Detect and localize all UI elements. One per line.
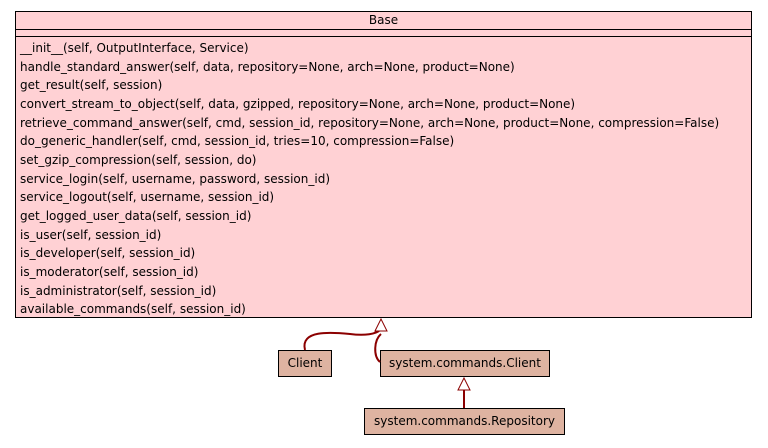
method-item: convert_stream_to_object(self, data, gzi…	[20, 96, 576, 111]
system-commands-client-name: system.commands.Client	[389, 356, 541, 370]
system-commands-repository-name: system.commands.Repository	[374, 414, 555, 428]
method-item: available_commands(self, session_id)	[20, 302, 246, 317]
base-inheritance-arrowhead	[374, 317, 388, 332]
method-item: service_logout(self, username, session_i…	[20, 190, 275, 205]
method-item: get_logged_user_data(self, session_id)	[20, 208, 252, 223]
methods-compartment: __init__(self, OutputInterface, Service)…	[16, 37, 751, 319]
base-class-name: Base	[16, 12, 751, 30]
method-item: set_gzip_compression(self, session, do)	[20, 152, 257, 167]
method-item: is_user(self, session_id)	[20, 227, 162, 242]
system-commands-client-node[interactable]: system.commands.Client	[380, 350, 550, 377]
system-client-to-base-edge	[374, 333, 382, 363]
method-item: retrieve_command_answer(self, cmd, sessi…	[20, 115, 720, 130]
method-item: do_generic_handler(self, cmd, session_id…	[20, 134, 455, 149]
method-item: is_administrator(self, session_id)	[20, 283, 217, 298]
client-to-base-edge	[303, 329, 381, 351]
client-class-node[interactable]: Client	[278, 350, 332, 377]
system-commands-repository-node[interactable]: system.commands.Repository	[364, 408, 565, 435]
attributes-compartment	[16, 30, 751, 37]
method-item: get_result(self, session)	[20, 78, 163, 93]
client-class-name: Client	[287, 356, 323, 370]
method-item: is_moderator(self, session_id)	[20, 264, 199, 279]
method-item: handle_standard_answer(self, data, repos…	[20, 59, 515, 74]
method-item: __init__(self, OutputInterface, Service)	[20, 41, 249, 55]
method-item: is_developer(self, session_id)	[20, 246, 196, 261]
system-client-inheritance-arrowhead	[457, 376, 471, 391]
method-item: service_login(self, username, password, …	[20, 171, 330, 186]
base-class-box[interactable]: Base __init__(self, OutputInterface, Ser…	[15, 11, 752, 318]
